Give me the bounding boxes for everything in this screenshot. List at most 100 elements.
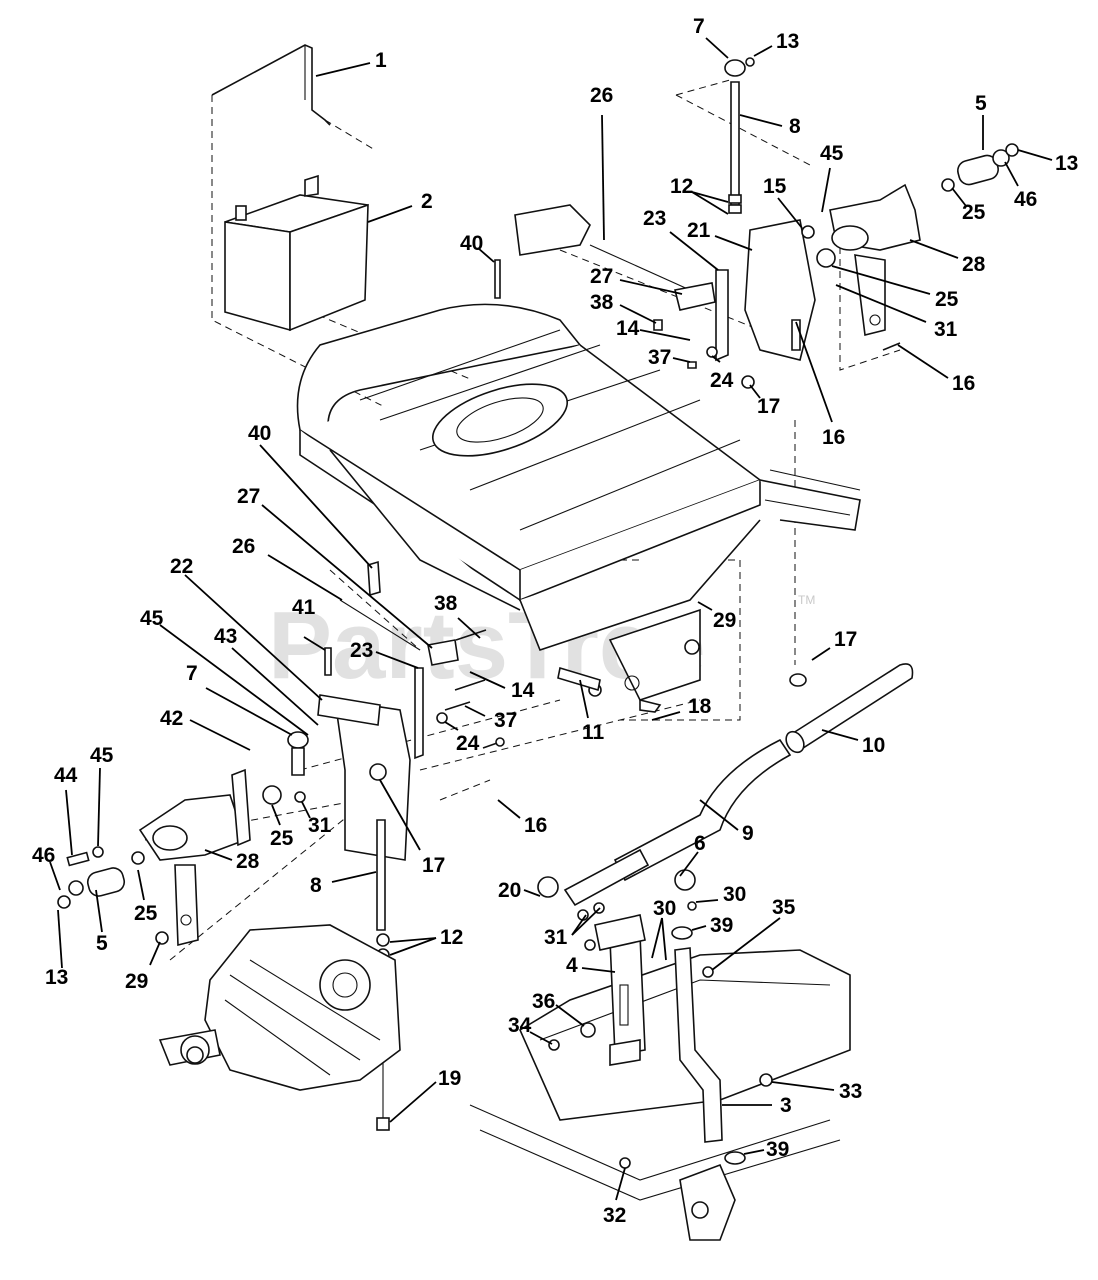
callout-3: 3 — [722, 1094, 792, 1117]
callout-label: 40 — [460, 232, 483, 255]
callout-11: 11 — [579, 679, 605, 744]
callout-31: 31 — [544, 907, 601, 949]
callout-label: 19 — [438, 1067, 461, 1090]
callout-27: 27 — [237, 485, 433, 649]
callout-12: 12 — [670, 175, 729, 215]
callout-40: 40 — [460, 232, 495, 263]
callout-15: 15 — [763, 175, 803, 229]
callout-45: 45 — [820, 142, 844, 213]
callout-38: 38 — [434, 592, 481, 639]
callout-17: 17 — [379, 779, 445, 877]
callout-40: 40 — [248, 422, 373, 569]
callout-label: 29 — [713, 609, 736, 632]
callout-label: 21 — [687, 219, 711, 242]
callout-32: 32 — [603, 1167, 626, 1227]
callout-24: 24 — [710, 355, 734, 392]
callout-label: 46 — [1014, 188, 1037, 211]
callout-26: 26 — [590, 84, 613, 241]
callout-34: 34 — [508, 1014, 553, 1045]
callout-16: 16 — [497, 799, 547, 837]
callout-5: 5 — [975, 92, 987, 150]
battery-cover — [211, 44, 331, 126]
callout-label: 17 — [834, 628, 857, 651]
callout-19: 19 — [389, 1067, 461, 1123]
callout-31: 31 — [301, 801, 332, 837]
callout-39: 39 — [691, 914, 733, 937]
callout-label: 16 — [524, 814, 547, 837]
callout-10: 10 — [821, 729, 885, 757]
upper-control-rod — [724, 57, 755, 214]
callout-13: 13 — [753, 30, 799, 57]
callout-label: 6 — [694, 832, 706, 855]
callout-label: 44 — [54, 764, 78, 787]
callout-label: 5 — [96, 932, 108, 955]
callout-label: 12 — [670, 175, 693, 198]
watermark-trademark: TM — [798, 593, 815, 607]
callout-label: 4 — [566, 954, 578, 977]
callout-label: 26 — [590, 84, 613, 107]
callout-label: 30 — [723, 883, 746, 906]
callout-5: 5 — [95, 889, 108, 955]
callouts: 1 2 7 13 8 26 40 12 15 45 5 13 46 25 23 … — [32, 15, 1078, 1227]
callout-43: 43 — [214, 625, 319, 726]
callout-label: 10 — [862, 734, 885, 757]
callout-45: 45 — [90, 744, 114, 847]
callout-6: 6 — [679, 832, 706, 877]
callout-7: 7 — [693, 15, 729, 59]
callout-label: 25 — [270, 827, 294, 850]
callout-label: 34 — [508, 1014, 532, 1037]
callout-25: 25 — [270, 804, 294, 850]
callout-26: 26 — [232, 535, 343, 601]
callout-label: 1 — [375, 49, 387, 72]
callout-35: 35 — [711, 896, 796, 971]
callout-21: 21 — [687, 219, 753, 251]
callout-label: 36 — [532, 990, 555, 1013]
callout-label: 17 — [757, 395, 780, 418]
callout-label: 16 — [952, 372, 975, 395]
callout-label: 42 — [160, 707, 183, 730]
callout-39: 39 — [743, 1138, 789, 1161]
callout-label: 28 — [236, 850, 260, 873]
callout-29: 29 — [125, 941, 161, 993]
callout-33: 33 — [771, 1080, 862, 1103]
callout-label: 31 — [544, 926, 568, 949]
callout-16: 16 — [897, 344, 975, 395]
callout-label: 8 — [789, 115, 801, 138]
battery — [224, 174, 369, 332]
callout-label: 18 — [688, 695, 712, 718]
callout-23: 23 — [643, 207, 719, 271]
callout-28: 28 — [204, 849, 260, 873]
callout-30: 30 — [651, 897, 676, 961]
tractor-frame — [296, 303, 861, 701]
callout-37: 37 — [648, 346, 691, 369]
callout-label: 9 — [742, 822, 754, 845]
callout-label: 24 — [456, 732, 480, 755]
callout-label: 26 — [232, 535, 255, 558]
callout-20: 20 — [498, 879, 541, 902]
callout-30: 30 — [695, 883, 746, 906]
callout-label: 12 — [440, 926, 463, 949]
callout-46: 46 — [1004, 161, 1037, 211]
callout-label: 2 — [421, 190, 433, 213]
callout-label: 27 — [590, 265, 613, 288]
callout-label: 45 — [90, 744, 114, 767]
callout-13: 13 — [45, 909, 68, 989]
callout-7: 7 — [186, 662, 293, 736]
callout-41: 41 — [292, 596, 326, 651]
callout-24: 24 — [444, 721, 480, 755]
callout-label: 25 — [962, 201, 986, 224]
callout-label: 15 — [763, 175, 787, 198]
callout-label: 13 — [45, 966, 68, 989]
callout-label: 33 — [839, 1080, 862, 1103]
callout-label: 25 — [134, 902, 158, 925]
callout-label: 29 — [125, 970, 148, 993]
callout-label: 24 — [710, 369, 734, 392]
callout-label: 14 — [616, 317, 640, 340]
callout-label: 31 — [934, 318, 958, 341]
callout-16: 16 — [795, 321, 845, 449]
callout-17: 17 — [749, 384, 780, 418]
callout-label: 14 — [511, 679, 535, 702]
callout-22: 22 — [170, 555, 323, 701]
callout-14: 14 — [616, 317, 691, 341]
